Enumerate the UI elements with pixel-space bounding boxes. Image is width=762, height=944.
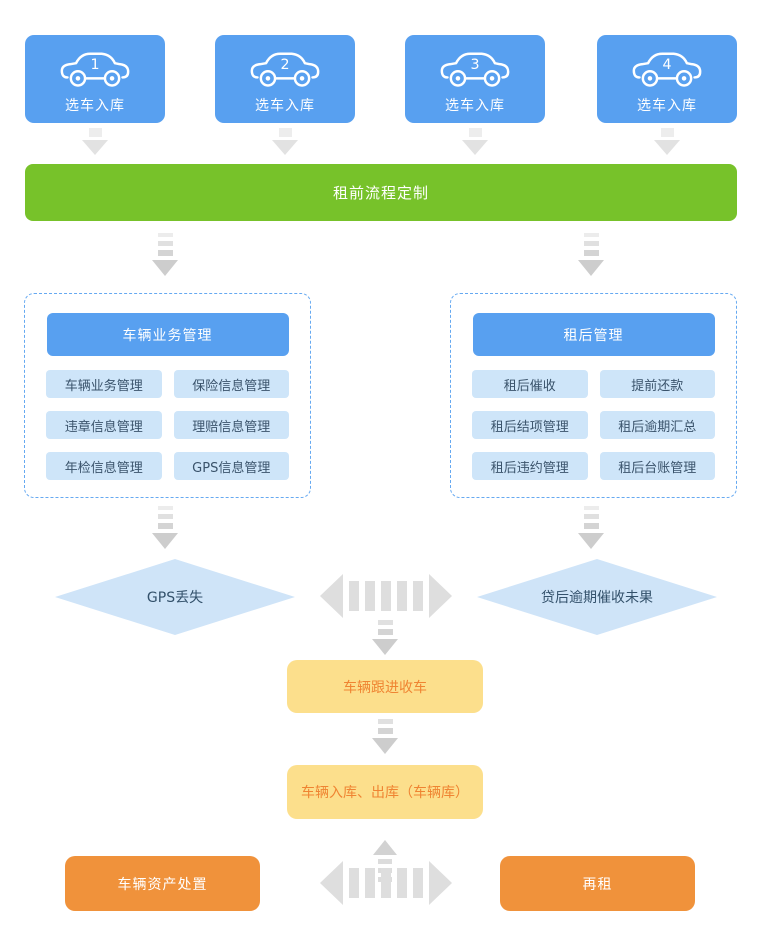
vehicle-warehouse-box: 车辆入库、出库（车辆库） <box>287 765 483 819</box>
car-number: 3 <box>470 56 479 72</box>
down-arrow-icon <box>654 128 680 155</box>
vehicle-followup-box: 车辆跟进收车 <box>287 660 483 713</box>
diamond-label: 贷后逾期催收未果 <box>541 590 653 606</box>
double-horizontal-arrow-icon <box>320 861 452 905</box>
select-car-box-4: 4 选车入库 <box>597 35 737 123</box>
panel-item: 保险信息管理 <box>173 370 289 398</box>
select-car-box-2: 2 选车入库 <box>215 35 355 123</box>
panel-grid: 租后催收 提前还款 租后结项管理 租后逾期汇总 租后违约管理 租后台账管理 <box>472 370 715 480</box>
car-icon: 4 <box>632 52 702 87</box>
select-car-label: 选车入库 <box>637 97 697 114</box>
car-number: 4 <box>662 56 671 72</box>
dashed-down-arrow-icon <box>372 620 398 655</box>
panel-item: 违章信息管理 <box>46 411 162 439</box>
panel-item: 租后催收 <box>472 370 588 398</box>
panel-item: 租后违约管理 <box>472 452 588 480</box>
down-arrow-icon <box>272 128 298 155</box>
select-car-label: 选车入库 <box>65 97 125 114</box>
dashed-down-arrow-icon <box>152 506 178 549</box>
gps-lost-diamond: GPS丢失 <box>55 559 295 635</box>
down-arrow-icon <box>462 128 488 155</box>
panel-item: 车辆业务管理 <box>46 370 162 398</box>
panel-item: 提前还款 <box>599 370 715 398</box>
panel-item: 年检信息管理 <box>46 452 162 480</box>
panel-grid: 车辆业务管理 保险信息管理 违章信息管理 理赔信息管理 年检信息管理 GPS信息… <box>46 370 289 480</box>
panel-item: GPS信息管理 <box>173 452 289 480</box>
dashed-down-arrow-icon <box>152 233 178 276</box>
diamond-shape <box>55 559 295 635</box>
car-icon: 1 <box>60 52 130 87</box>
car-number: 2 <box>280 56 289 72</box>
select-car-label: 选车入库 <box>445 97 505 114</box>
vehicle-business-panel: 车辆业务管理 车辆业务管理 保险信息管理 违章信息管理 理赔信息管理 年检信息管… <box>24 293 311 498</box>
panel-header: 车辆业务管理 <box>46 313 289 356</box>
asset-disposal-box: 车辆资产处置 <box>65 856 260 911</box>
diamond-shape <box>477 559 717 635</box>
car-number: 1 <box>90 56 99 72</box>
dashed-down-arrow-icon <box>578 506 604 549</box>
post-rental-panel: 租后管理 租后催收 提前还款 租后结项管理 租后逾期汇总 租后违约管理 租后台账… <box>450 293 737 498</box>
dashed-down-arrow-icon <box>372 719 398 754</box>
dashed-down-arrow-icon <box>578 233 604 276</box>
car-icon: 3 <box>440 52 510 87</box>
diamond-label: GPS丢失 <box>146 590 204 606</box>
select-car-label: 选车入库 <box>255 97 315 114</box>
double-horizontal-arrow-icon <box>320 574 452 618</box>
car-icon: 2 <box>250 52 320 87</box>
overdue-collection-diamond: 贷后逾期催收未果 <box>477 559 717 635</box>
panel-header: 租后管理 <box>472 313 715 356</box>
select-car-box-1: 1 选车入库 <box>25 35 165 123</box>
panel-item: 租后逾期汇总 <box>599 411 715 439</box>
re-rent-box: 再租 <box>500 856 695 911</box>
pre-rental-bar: 租前流程定制 <box>25 164 737 221</box>
panel-item: 租后台账管理 <box>599 452 715 480</box>
down-arrow-icon <box>82 128 108 155</box>
panel-item: 租后结项管理 <box>472 411 588 439</box>
select-car-box-3: 3 选车入库 <box>405 35 545 123</box>
panel-item: 理赔信息管理 <box>173 411 289 439</box>
